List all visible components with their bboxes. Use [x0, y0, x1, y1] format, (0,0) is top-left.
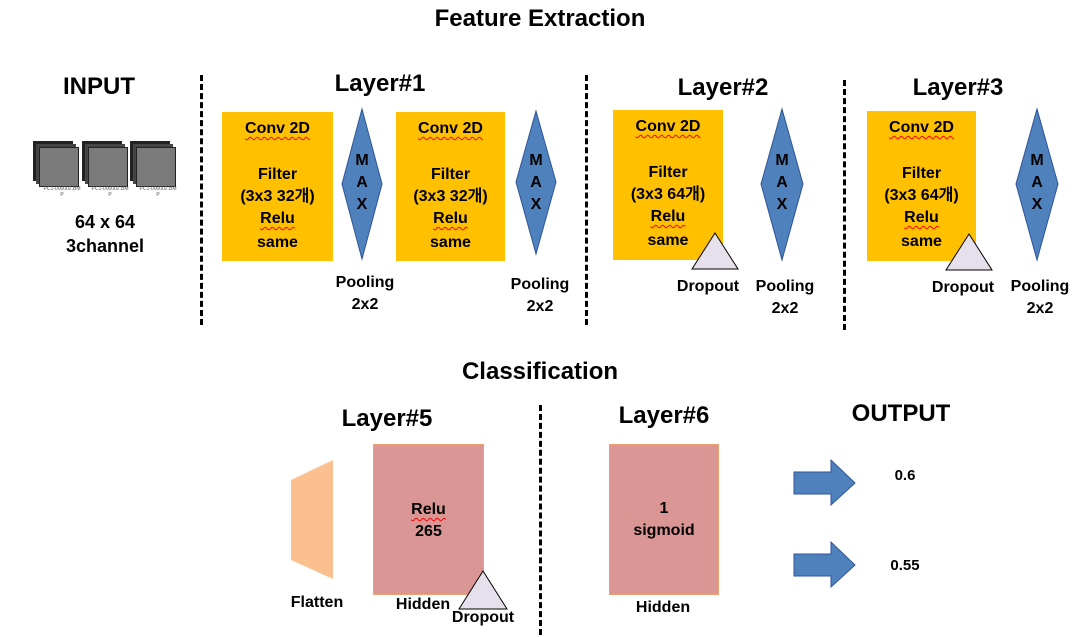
conv-filter: Filter [648, 164, 688, 181]
layer6-hidden-label: Hidden [635, 599, 691, 616]
layer3-dropout-triangle [945, 233, 993, 271]
conv-filter: Filter [257, 166, 298, 183]
thumbnail-caption-1: PC1-000002.BM P [43, 186, 81, 198]
conv-activation: Relu [650, 208, 686, 225]
conv-filter: Filter [901, 165, 942, 182]
input-size: 64 x 64 [74, 212, 136, 232]
layer2-pool-size: 2x2 [771, 300, 799, 317]
conv-spec: (3x3 32개) [240, 188, 315, 205]
layer2-label: Layer#2 [677, 74, 769, 101]
flatten-label: Flatten [290, 594, 344, 611]
separator-1 [200, 75, 203, 325]
thumbnail-caption-2: PC1-000002.BM P [91, 186, 129, 198]
dense-activation: Relu [411, 501, 446, 518]
separator-2 [585, 75, 588, 325]
layer1-conv2d-a: Conv 2D Filter (3x3 32개) Relu same [222, 112, 333, 261]
layer3-pool-label: Pooling [1010, 278, 1070, 295]
conv-padding: same [257, 234, 298, 251]
output-label: OUTPUT [851, 400, 951, 427]
layer2-conv2d: Conv 2D Filter (3x3 64개) Relu same [613, 110, 723, 260]
conv-activation: Relu [904, 209, 939, 226]
conv-spec: (3x3 32개) [413, 188, 488, 205]
conv-padding: same [647, 232, 689, 249]
layer5-dropout-label: Dropout [451, 609, 515, 626]
layer3-pool-size: 2x2 [1026, 300, 1054, 317]
output-arrow-2 [793, 540, 856, 589]
separator-3 [843, 80, 846, 330]
layer1-maxpool-b-diamond [515, 109, 557, 256]
layer2-dropout-label: Dropout [676, 278, 740, 295]
layer5-hidden-label: Hidden [395, 596, 451, 613]
output-arrow-1 [793, 458, 856, 507]
conv-activation: Relu [433, 210, 468, 227]
layer1-pool-b-size: 2x2 [526, 298, 554, 315]
conv-title: Conv 2D [889, 119, 954, 136]
separator-4 [539, 405, 542, 635]
classification-title: Classification [461, 358, 619, 385]
output-value-2: 0.55 [890, 557, 920, 574]
layer3-conv2d: Conv 2D Filter (3x3 64개) Relu same [867, 111, 976, 261]
flatten-trapezoid [291, 460, 333, 579]
layer3-dropout-label: Dropout [931, 279, 995, 296]
layer2-pool-label: Pooling [755, 278, 815, 295]
layer3-label: Layer#3 [912, 74, 1004, 101]
layer1-pool-b-label: Pooling [510, 276, 570, 293]
feature-extraction-title: Feature Extraction [434, 5, 646, 32]
output-value-1: 0.6 [894, 467, 916, 484]
input-label: INPUT [63, 73, 135, 100]
layer5-dense-box: Relu 265 [373, 444, 484, 595]
layer1-label: Layer#1 [334, 70, 426, 97]
conv-title: Conv 2D [245, 120, 310, 137]
conv-spec: (3x3 64개) [630, 186, 706, 203]
conv-activation: Relu [260, 210, 295, 227]
dense-units: 1 [659, 500, 669, 517]
layer3-maxpool-diamond [1015, 107, 1059, 262]
conv-spec: (3x3 64개) [884, 187, 959, 204]
dense-activation: sigmoid [633, 522, 695, 539]
input-thumbnails: PC1-000002.BM P PC1-000002.BM P PC1-0000… [30, 138, 180, 198]
layer2-dropout-triangle [691, 232, 739, 270]
layer5-dropout-triangle [458, 570, 508, 610]
input-channels: 3channel [65, 236, 145, 256]
layer2-maxpool-diamond [760, 107, 804, 262]
layer5-label: Layer#5 [341, 405, 433, 432]
conv-title: Conv 2D [418, 120, 483, 137]
conv-padding: same [430, 234, 471, 251]
layer1-maxpool-a-diamond [341, 107, 383, 261]
layer1-conv2d-b: Conv 2D Filter (3x3 32개) Relu same [396, 112, 505, 261]
layer6-dense-box: 1 sigmoid [609, 444, 719, 595]
layer1-pool-a-label: Pooling [335, 274, 395, 291]
layer6-label: Layer#6 [618, 402, 710, 429]
conv-filter: Filter [430, 166, 471, 183]
layer1-pool-a-size: 2x2 [351, 296, 379, 313]
conv-padding: same [901, 233, 942, 250]
conv-title: Conv 2D [635, 118, 701, 135]
thumbnail-caption-3: PC1-000002.BM P [139, 186, 177, 198]
dense-units: 265 [415, 523, 442, 540]
